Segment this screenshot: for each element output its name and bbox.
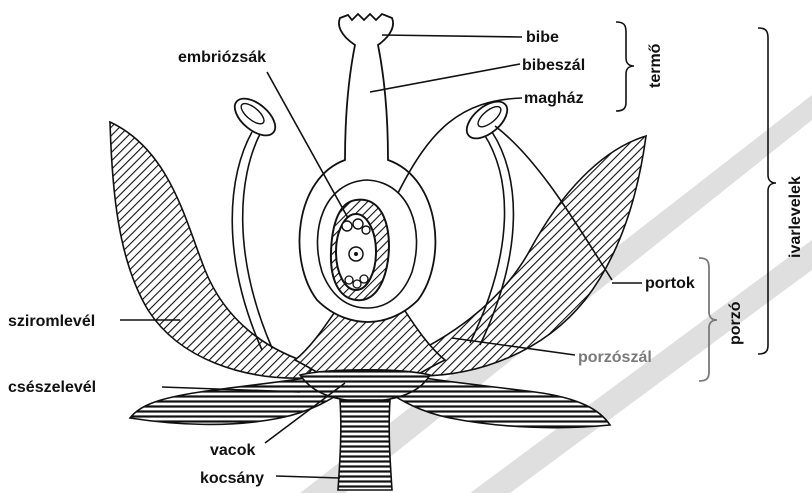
leader-bibeszal bbox=[370, 64, 520, 92]
label-csesze: csészelevél bbox=[8, 379, 96, 396]
label-kocsany: kocsány bbox=[200, 470, 264, 487]
label-maghaz: magház bbox=[524, 90, 584, 107]
label-portok: portok bbox=[645, 275, 695, 292]
petal-left bbox=[110, 122, 315, 378]
antipodal bbox=[360, 275, 368, 283]
central-nucleus-dot bbox=[354, 252, 358, 256]
anther-left bbox=[228, 92, 281, 143]
filament-left-inner bbox=[243, 134, 272, 348]
label-bibe: bibe bbox=[526, 29, 559, 46]
label-porzoszal: porzószál bbox=[578, 349, 652, 366]
antipodal bbox=[345, 276, 353, 284]
antipodal bbox=[353, 280, 361, 288]
leader-embriozsak bbox=[267, 72, 348, 218]
brace-termo bbox=[616, 22, 634, 111]
label-porzo: porzó bbox=[727, 301, 744, 345]
label-embriozsak: embriózsák bbox=[178, 49, 266, 66]
filament-left bbox=[232, 132, 262, 350]
label-termo: termő bbox=[647, 43, 664, 88]
label-sziromlevel: sziromlevél bbox=[8, 313, 95, 330]
synergid bbox=[362, 226, 370, 234]
synergid bbox=[353, 219, 363, 229]
label-ivarlevelek: ivarlevelek bbox=[787, 176, 804, 258]
label-vacok: vacok bbox=[210, 442, 255, 459]
egg-cell bbox=[342, 221, 352, 231]
leader-bibe bbox=[382, 35, 522, 37]
label-bibeszal: bibeszál bbox=[522, 57, 585, 74]
petal-right bbox=[400, 136, 646, 376]
stalk bbox=[338, 400, 392, 490]
